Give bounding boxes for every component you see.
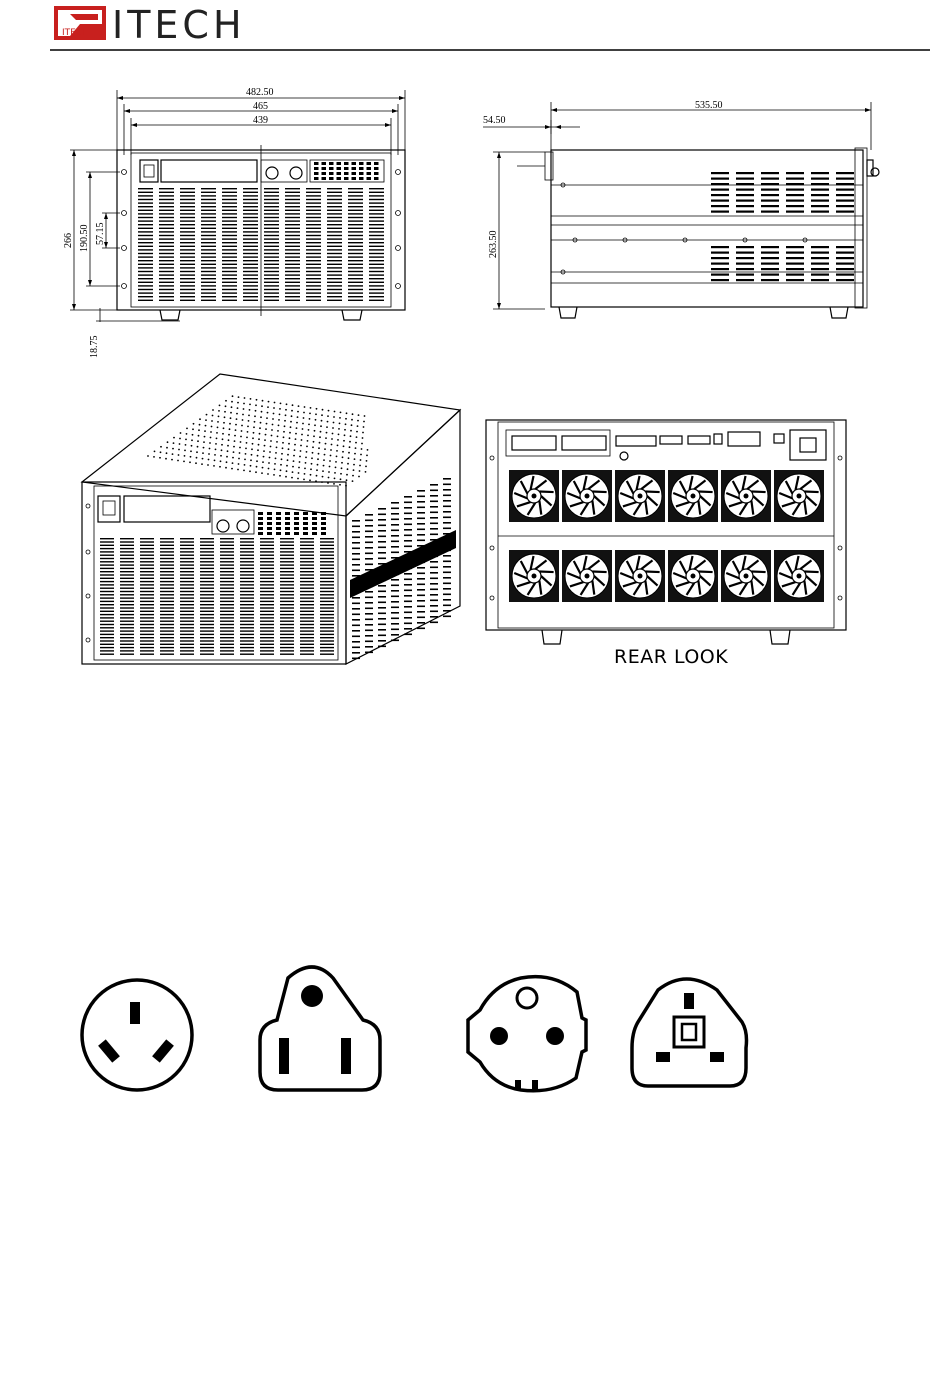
iso-front-vent [100,538,334,655]
side-dim-lines: 535.50 54.50 263.50 [483,100,871,309]
front-view-svg: 482.50 465 439 266 190.50 [60,80,420,365]
side-view-svg: 535.50 54.50 263.50 [475,90,895,325]
dim-height-hole-span: 190.50 [79,225,90,253]
rear-view-svg [484,418,850,648]
dim-height-hole-pitch: 57.15 [95,223,106,246]
outlet-uk-icon [632,979,747,1086]
rear-view-drawing: REAR LOOK [484,418,850,678]
front-view-drawing: 482.50 465 439 266 190.50 [60,80,420,365]
dim-height-side: 263.50 [488,231,499,259]
dim-depth: 535.50 [695,100,723,111]
dim-foot-height: 18.75 [89,336,100,359]
outlet-eu-schuko-icon [468,977,586,1091]
dim-height-overall: 266 [63,233,74,248]
dim-handle: 54.50 [483,115,506,126]
iso-top-perforation [147,395,368,486]
front-dim-widths: 482.50 465 439 [117,87,405,155]
side-chassis [517,148,879,318]
isometric-view-drawing [78,370,468,670]
dim-width-overall: 482.50 [246,87,274,98]
brand-mark-text: ITECH [62,28,89,38]
rear-view-caption: REAR LOOK [614,646,728,668]
dim-width-ears: 465 [253,101,268,112]
front-chassis [117,145,405,320]
brand-logo-mark: ITECH [54,6,106,40]
rear-fan-array [498,470,834,602]
side-view-drawing: 535.50 54.50 263.50 [475,90,895,325]
outlet-au-cn-icon [82,980,192,1090]
brand-logo-text: ITECH [112,3,246,47]
isometric-view-svg [78,370,468,670]
header-graphics: ITECH ITECH [0,0,950,60]
outlet-icons-svg [70,960,770,1100]
side-vent-slots [711,172,854,281]
outlet-types-row [70,960,770,1100]
dim-width-body: 439 [253,115,268,126]
outlet-us-icon [260,967,380,1090]
header: ITECH ITECH [0,0,950,60]
